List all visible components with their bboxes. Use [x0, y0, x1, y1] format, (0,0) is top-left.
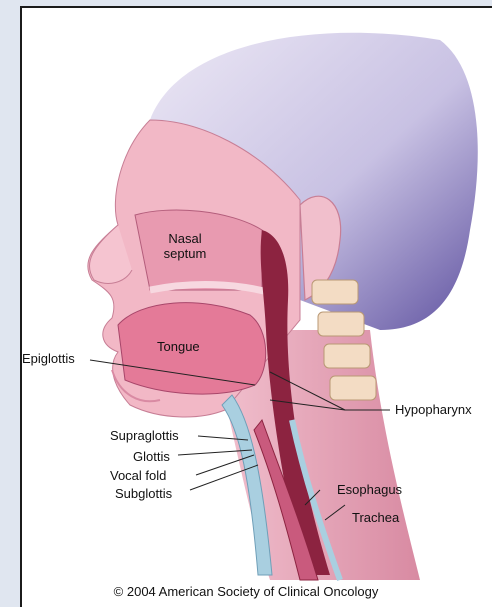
label-epiglottis: Epiglottis [22, 351, 75, 366]
label-vocal-fold: Vocal fold [110, 468, 166, 483]
label-trachea: Trachea [352, 510, 399, 525]
label-tongue: Tongue [157, 339, 200, 354]
label-glottis: Glottis [133, 449, 170, 464]
label-nasal-septum-line1: Nasal [157, 231, 213, 246]
label-esophagus: Esophagus [337, 482, 402, 497]
label-nasal-septum-line2: septum [157, 246, 213, 261]
label-hypopharynx: Hypopharynx [395, 402, 472, 417]
label-nasal-septum: Nasal septum [157, 231, 213, 261]
copyright-text: © 2004 American Society of Clinical Onco… [0, 584, 492, 599]
label-supraglottis: Supraglottis [110, 428, 179, 443]
label-subglottis: Subglottis [115, 486, 172, 501]
